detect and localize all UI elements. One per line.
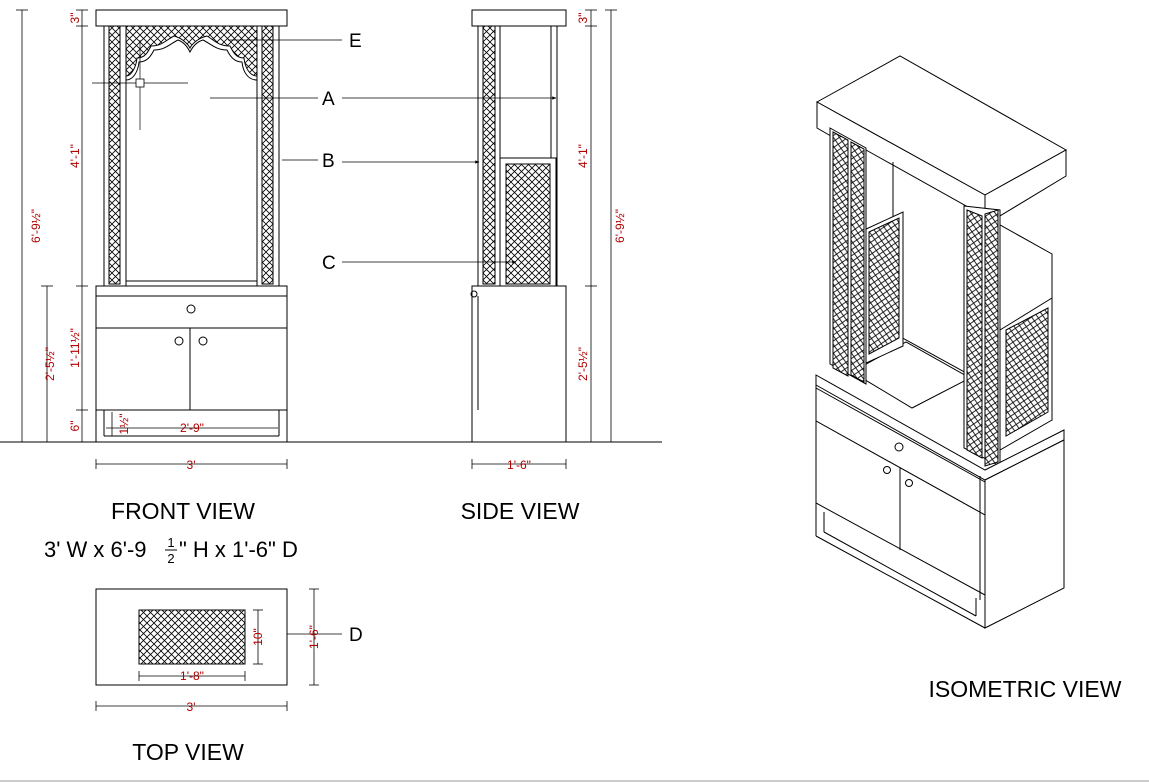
front-dimensions: 6'-9½" 2'-5½" 3" 4'-1" 1'-11½" 6" 1½" 2'… — [16, 9, 288, 472]
dim-front-top-thickness: 3" — [68, 13, 82, 24]
svg-text:3' W x 6'-9: 3' W x 6'-9 — [44, 537, 153, 562]
dim-front-cabinet-body: 1'-11½" — [68, 328, 82, 368]
label-a: A — [322, 89, 335, 110]
dim-front-overall-width: 3' — [187, 458, 196, 472]
dim-side-overall-height: 6'-9½" — [613, 209, 627, 243]
isometric-view-title: ISOMETRIC VIEW — [929, 676, 1122, 702]
label-c: C — [322, 253, 336, 274]
dim-top-depth: 1'-6" — [307, 625, 321, 649]
dim-top-width: 3' — [187, 700, 196, 714]
top-dimensions: 1'-8" 10" 1'-6" 3' — [95, 588, 321, 714]
side-view-title: SIDE VIEW — [461, 498, 580, 524]
top-view-title: TOP VIEW — [132, 739, 244, 765]
cad-cursor — [92, 40, 188, 130]
isometric-view — [815, 55, 1068, 629]
label-b: B — [322, 151, 335, 172]
svg-text:2: 2 — [167, 551, 174, 566]
dim-front-cabinet-height: 2'-5½" — [43, 347, 57, 381]
side-dimensions: 3" 4'-1" 2'-5½" 6'-9½" 1'-6" — [471, 9, 627, 472]
label-d: D — [349, 625, 363, 646]
leader-lines — [210, 39, 557, 635]
top-view — [95, 588, 288, 686]
dim-side-depth: 1'-6" — [507, 458, 531, 472]
overall-size-label: 3' W x 6'-9 1 2 " H x 1'-6" D — [44, 535, 298, 566]
svg-text:" H x 1'-6" D: " H x 1'-6" D — [179, 537, 298, 562]
dim-top-inner-width: 1'-8" — [180, 669, 204, 683]
dim-front-plinth: 1½" — [117, 414, 131, 435]
front-view-title: FRONT VIEW — [111, 498, 255, 524]
dim-side-cabinet-height: 2'-5½" — [576, 347, 590, 381]
dim-side-top-thickness: 3" — [576, 13, 590, 24]
svg-text:1: 1 — [167, 535, 174, 550]
dim-front-base: 6" — [68, 421, 82, 432]
dim-front-upper-height: 4'-1" — [68, 144, 82, 168]
front-view — [92, 9, 288, 442]
dim-front-overall-height: 6'-9½" — [29, 209, 43, 243]
side-view — [470, 9, 567, 443]
dim-top-inner-depth: 10" — [251, 628, 265, 646]
dim-front-inner-width: 2'-9" — [180, 421, 204, 435]
dim-side-upper-height: 4'-1" — [576, 144, 590, 168]
label-e: E — [349, 31, 362, 52]
